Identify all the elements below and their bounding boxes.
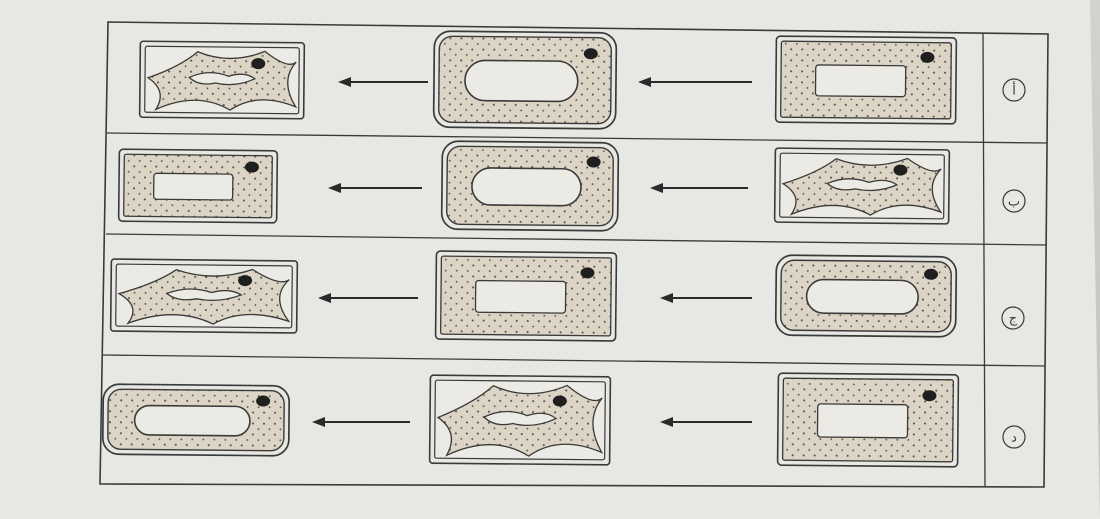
option-label: ب — [1008, 195, 1020, 210]
vacuole — [154, 173, 233, 200]
turgid-cell — [103, 384, 290, 456]
plasmolysed-cell — [111, 259, 298, 333]
turgid-cell — [442, 141, 619, 231]
vacuole — [472, 168, 582, 206]
normal-cell — [776, 36, 957, 124]
normal-cell — [436, 251, 617, 341]
vacuole — [827, 179, 897, 191]
plasmolysed-cell — [140, 41, 305, 119]
turgid-cell — [776, 255, 957, 337]
vacuole — [167, 289, 242, 301]
option-label: أ — [1012, 82, 1016, 99]
vacuole — [189, 72, 255, 84]
vacuole — [815, 65, 905, 97]
vacuole — [817, 404, 907, 438]
vacuole — [806, 279, 918, 314]
vacuole — [475, 281, 565, 314]
option-label: د — [1011, 431, 1017, 446]
normal-cell — [778, 373, 959, 467]
normal-cell — [119, 149, 278, 223]
plasmolysed-cell — [775, 148, 950, 224]
vacuole — [134, 405, 250, 436]
vacuole — [465, 60, 578, 101]
turgid-cell — [434, 31, 617, 129]
plasmolysed-cell — [430, 375, 611, 465]
option-label: ج — [1009, 312, 1018, 327]
